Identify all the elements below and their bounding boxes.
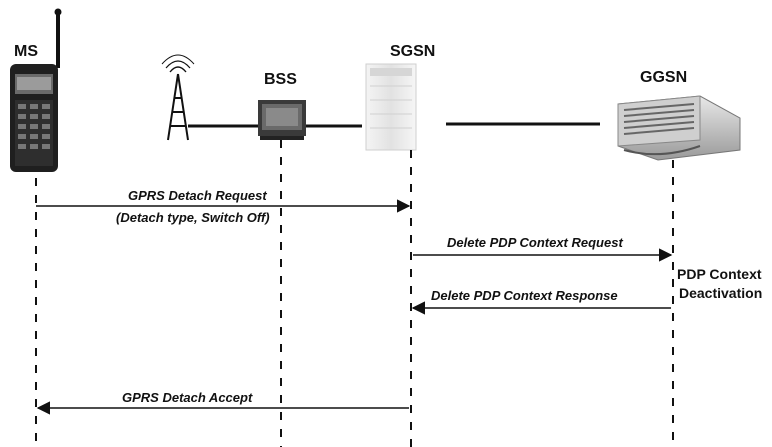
- detach-request-label: GPRS Detach Request: [128, 188, 267, 203]
- detach-accept-label: GPRS Detach Accept: [122, 390, 253, 405]
- detach-request-params-label: (Detach type, Switch Off): [116, 210, 270, 225]
- bss-label: BSS: [264, 71, 297, 88]
- delete-pdp-response-label: Delete PDP Context Response: [431, 288, 618, 303]
- sgsn-server-icon: [366, 64, 416, 150]
- delete-pdp-request-label: Delete PDP Context Request: [447, 235, 623, 250]
- pdp-deactivation-note-line2: Deactivation: [679, 285, 762, 301]
- sgsn-label: SGSN: [390, 43, 435, 60]
- ms-label: MS: [14, 43, 38, 60]
- ggsn-label: GGSN: [640, 69, 687, 86]
- bss-equipment-icon: [258, 100, 306, 140]
- mobile-phone-icon: [10, 9, 62, 173]
- pdp-deactivation-note-line1: PDP Context: [677, 266, 762, 282]
- ggsn-server-icon: [618, 96, 740, 160]
